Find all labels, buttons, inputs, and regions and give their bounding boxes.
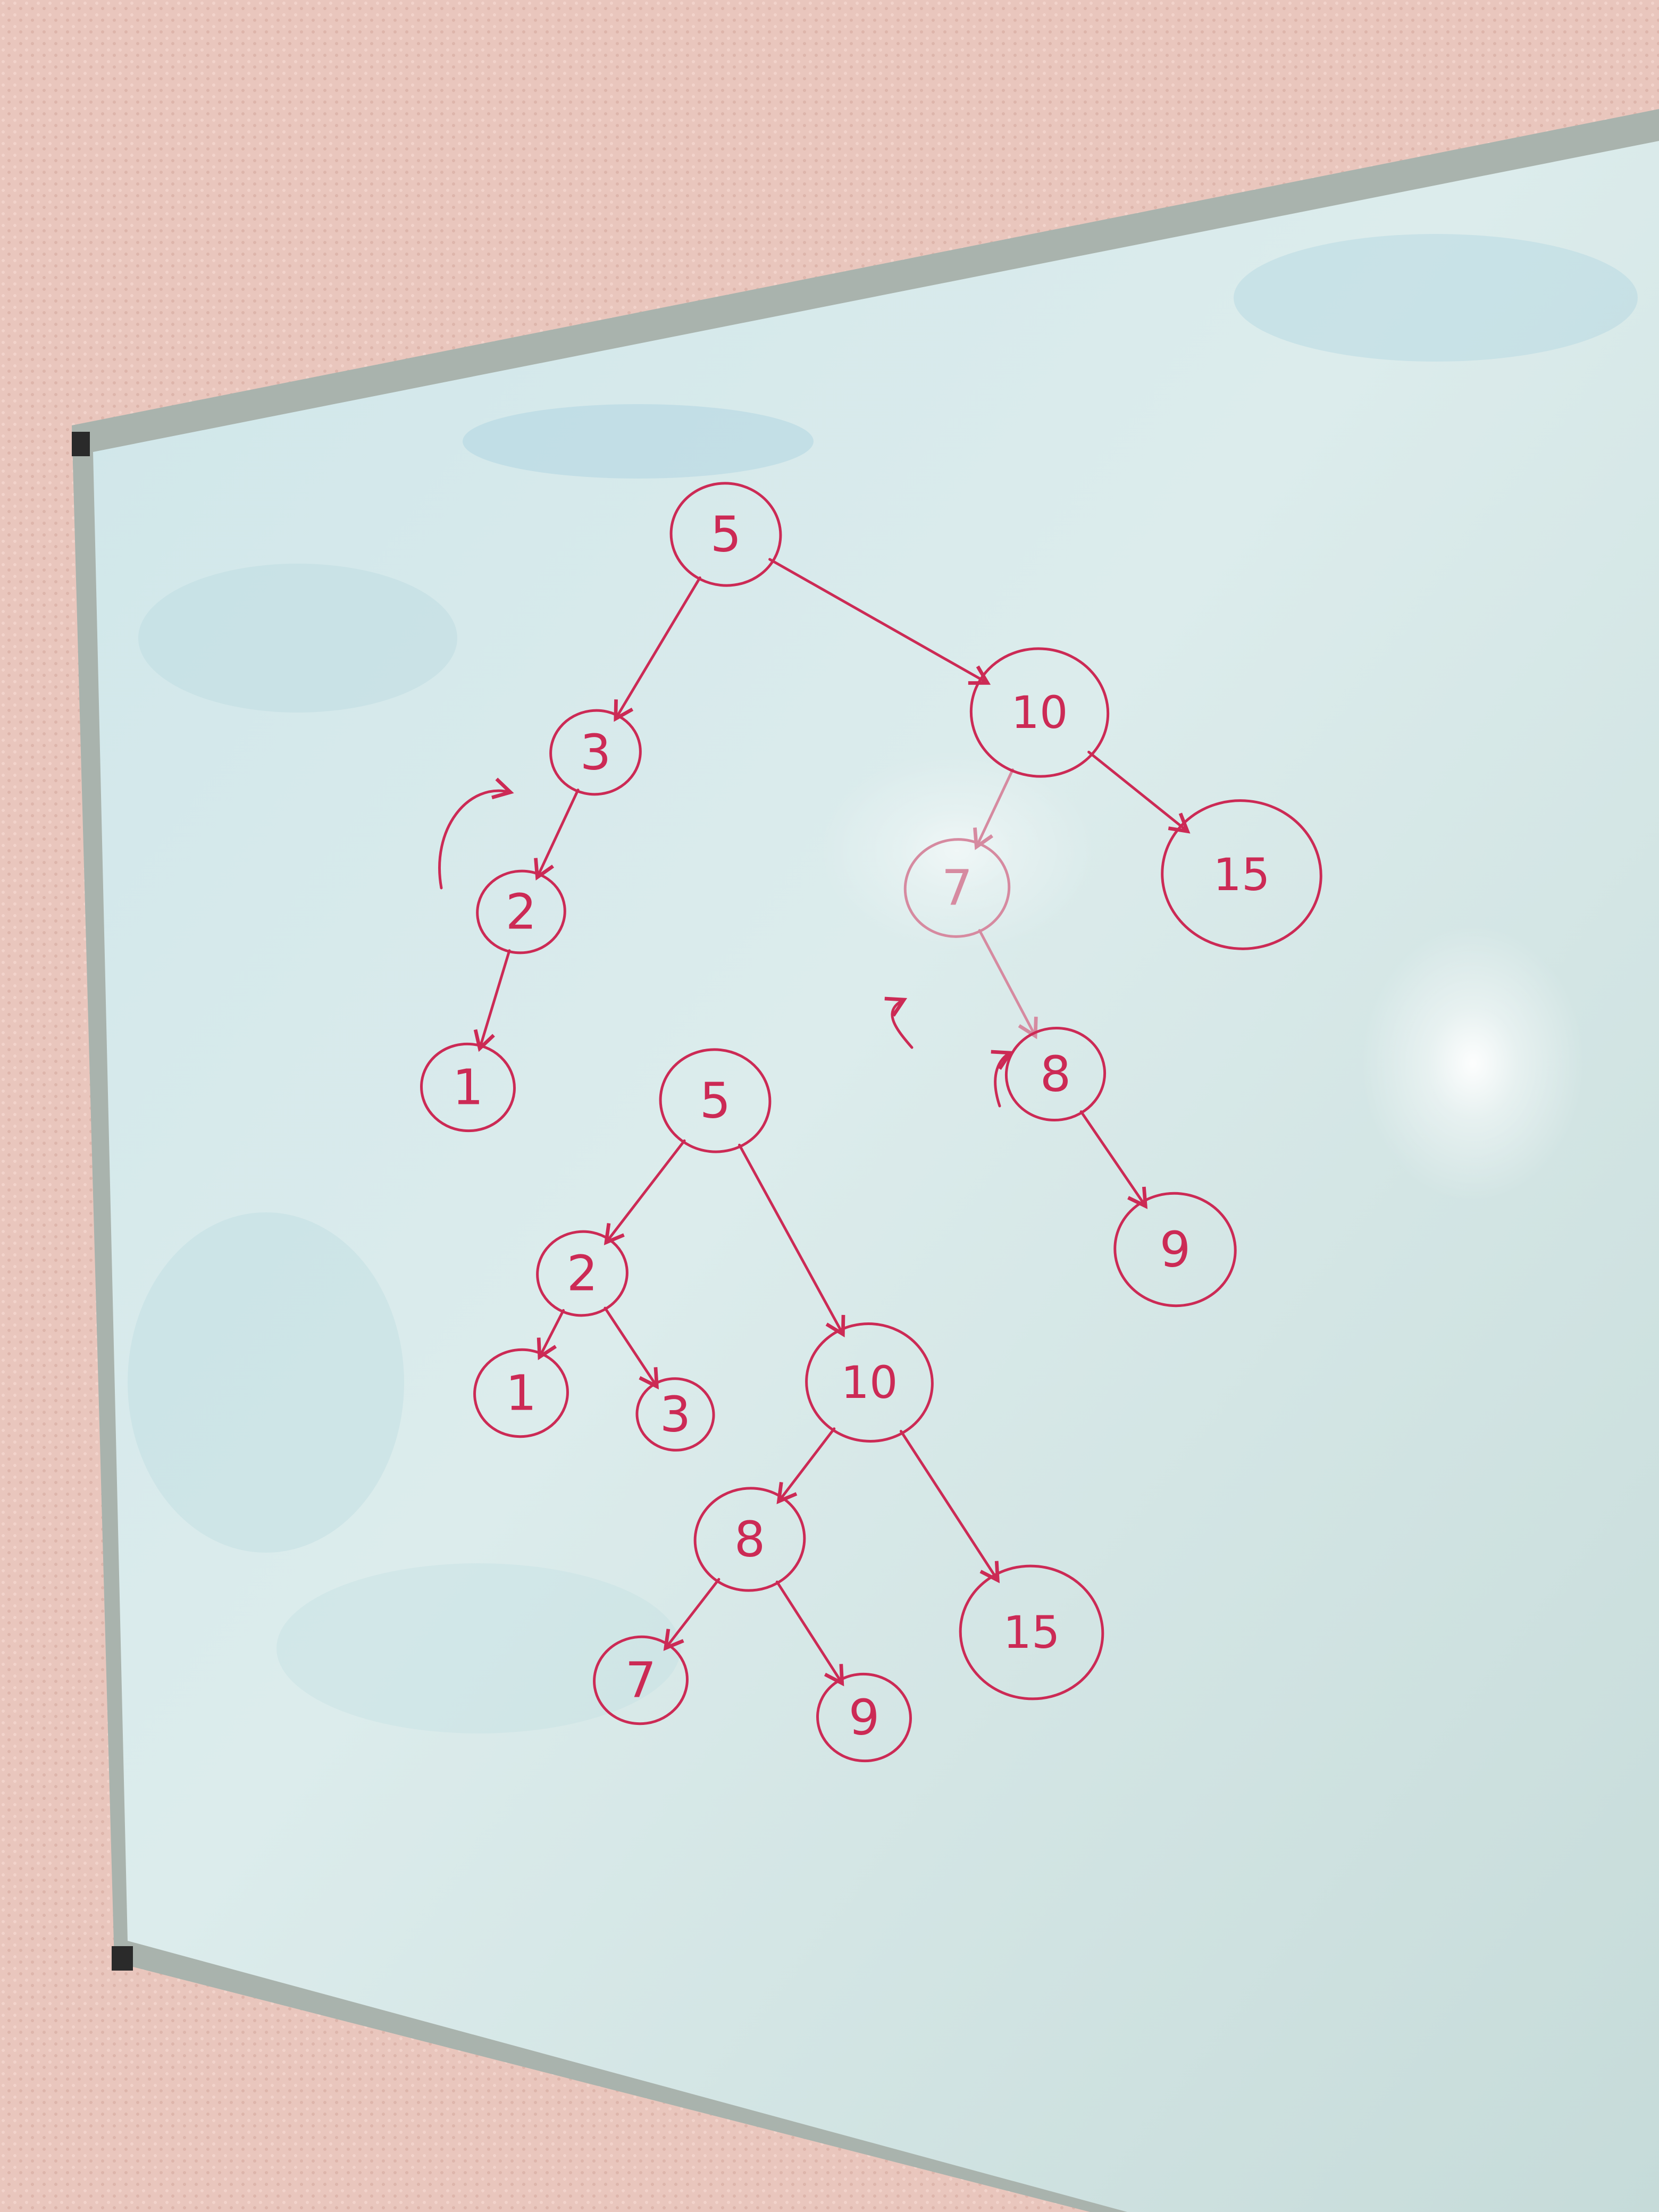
tree-node-circle bbox=[669, 482, 782, 587]
tree-node-circle bbox=[693, 1487, 806, 1592]
tree-1: 5 3 10 2 1 7 15 8 9 bbox=[420, 482, 1322, 1308]
tree-node-label: 15 bbox=[1003, 1606, 1060, 1658]
tree-edge-b2-b1 bbox=[537, 1309, 565, 1360]
tree-edge-b5-b2 bbox=[604, 1139, 686, 1245]
tree-edge-a7-a8 bbox=[978, 929, 1038, 1040]
tree-edge-a3-a2 bbox=[534, 789, 580, 881]
light-glare-secondary bbox=[819, 750, 1095, 952]
tree-edge-b10-b15 bbox=[899, 1430, 1000, 1583]
tree-node-label: 1 bbox=[453, 1059, 484, 1116]
tree-edge-b8-b7 bbox=[663, 1578, 720, 1651]
tree-node-circle bbox=[805, 1322, 934, 1443]
tree-node-label: 10 bbox=[841, 1356, 898, 1409]
tree-node-label: 8 bbox=[734, 1511, 766, 1568]
rotation-arrow-3 bbox=[991, 1050, 1014, 1108]
tree-node-circle bbox=[659, 1048, 772, 1153]
whiteboard-surface bbox=[93, 141, 1659, 2212]
tree-node-circle bbox=[903, 838, 1011, 938]
tree-node-label: 2 bbox=[506, 884, 537, 941]
tree-edge-b2-b3 bbox=[604, 1306, 659, 1390]
frame-corner-top bbox=[72, 432, 90, 456]
rotation-arrow-1 bbox=[438, 777, 514, 890]
tree-edge-b8-b9 bbox=[775, 1580, 844, 1687]
tree-2: 5 2 10 1 3 8 15 7 9 bbox=[473, 1048, 1104, 1763]
tree-node-label: 7 bbox=[625, 1652, 657, 1709]
tree-edge-b10-b8 bbox=[776, 1427, 836, 1504]
tree-node-label: 15 bbox=[1213, 849, 1270, 901]
tree-edge-a8-a9 bbox=[1079, 1110, 1148, 1209]
tree-node-label: 5 bbox=[700, 1073, 731, 1129]
tree-node-label: 3 bbox=[660, 1386, 691, 1443]
tree-edge-a5-a10 bbox=[768, 558, 991, 685]
frame-corner-bottom bbox=[112, 1946, 133, 1971]
tree-node-circle bbox=[1004, 1026, 1107, 1122]
tree-edge-b5-b10 bbox=[738, 1143, 845, 1338]
tree-edge-a10-a7 bbox=[973, 768, 1015, 850]
tree-node-circle bbox=[536, 1230, 629, 1317]
tree-node-circle bbox=[473, 1348, 569, 1438]
tree-edge-a5-a3 bbox=[614, 576, 701, 722]
binary-tree-drawings: 5 3 10 2 1 7 15 8 9 5 2 10 1 3 8 15 7 9 bbox=[420, 482, 1322, 1763]
tree-node-label: 9 bbox=[1160, 1221, 1191, 1278]
rotation-arrow-2 bbox=[884, 996, 914, 1049]
erased-smudges bbox=[128, 234, 1638, 1733]
tree-node-circle bbox=[816, 1672, 912, 1763]
tree-node-label: 7 bbox=[942, 860, 973, 917]
tree-node-circle bbox=[1113, 1192, 1237, 1308]
tree-node-label: 5 bbox=[710, 506, 742, 563]
tree-node-label: 1 bbox=[506, 1365, 537, 1422]
tree-node-label: 2 bbox=[567, 1245, 598, 1302]
tree-edge-a10-a15 bbox=[1087, 750, 1191, 834]
tree-node-circle bbox=[1161, 799, 1322, 950]
light-glare bbox=[1361, 925, 1585, 1202]
tree-node-circle bbox=[549, 709, 642, 796]
tree-node-label: 9 bbox=[849, 1689, 880, 1746]
tree-node-label: 3 bbox=[580, 724, 611, 781]
tree-node-circle bbox=[476, 869, 566, 954]
tree-node-circle bbox=[420, 1042, 516, 1133]
tree-node-circle bbox=[635, 1377, 715, 1452]
tree-node-circle bbox=[959, 1564, 1104, 1700]
tree-node-circle bbox=[969, 647, 1110, 778]
tree-edge-a2-a1 bbox=[473, 949, 511, 1052]
tree-node-label: 10 bbox=[1011, 686, 1068, 739]
tree-node-label: 8 bbox=[1040, 1046, 1071, 1103]
tree-node-circle bbox=[593, 1635, 689, 1725]
